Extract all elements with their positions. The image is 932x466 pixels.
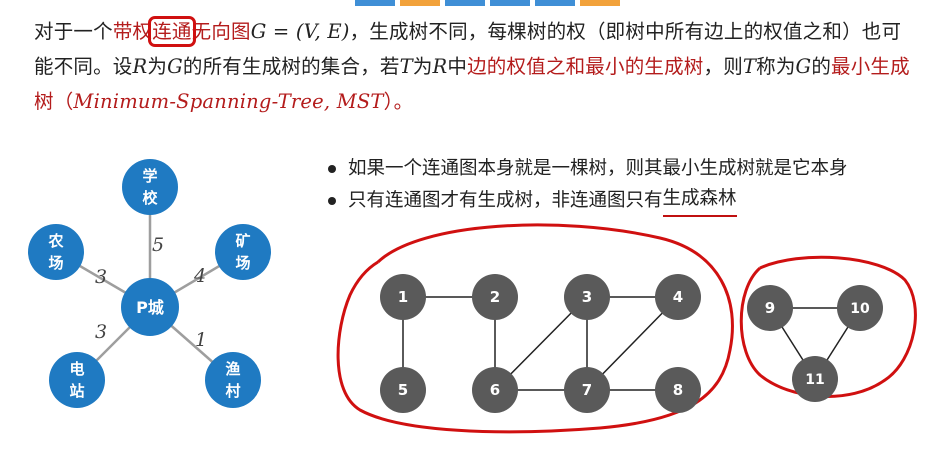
def-mst-term: 最小生成树 xyxy=(34,55,910,113)
graph-node-8 xyxy=(655,367,701,413)
def-text: 的 xyxy=(811,55,832,78)
def-text: 的所有生成树的集合，若 xyxy=(182,55,400,78)
graph-node-label: 2 xyxy=(490,288,500,306)
graph-node-4 xyxy=(655,274,701,320)
bullet-item: 如果一个连通图本身就是一棵树，则其最小生成树就是它本身 xyxy=(325,154,925,184)
def-min-weight-tree: 边的权值之和最小的生成树 xyxy=(467,55,704,78)
graph-node-label: 4 xyxy=(673,288,683,306)
graph-node-2 xyxy=(472,274,518,320)
def-var-t: T xyxy=(399,55,413,78)
def-text: 为 xyxy=(412,55,433,78)
node-fishing-label: 渔 xyxy=(225,360,240,378)
red-circle-triangle-component xyxy=(739,255,917,398)
graph-node-label: 10 xyxy=(850,301,870,317)
def-text: 对于一个 xyxy=(34,20,113,43)
def-var-t: T xyxy=(742,55,757,78)
graph-node-7 xyxy=(564,367,610,413)
weight-farm: 3 xyxy=(95,266,107,288)
node-farm-label: 农 xyxy=(47,232,63,250)
def-text: 称为 xyxy=(756,55,796,78)
node-p-city-label: P城 xyxy=(136,298,164,317)
mst-definition: 对于一个带权连通无向图G = (V, E)，生成树不同，每棵树的权（即树中所有边… xyxy=(34,14,914,119)
node-power-station xyxy=(49,352,105,408)
graph-node-label: 6 xyxy=(490,381,500,399)
red-circle-connected-component xyxy=(336,223,734,434)
def-connected-boxed: 连通 xyxy=(148,16,196,47)
bullet-text: 只有连通图才有生成树，非连通图只有 xyxy=(348,189,663,211)
bullet-text: 如果一个连通图本身就是一棵树，则其最小生成树就是它本身 xyxy=(348,158,848,179)
graph-node-1 xyxy=(380,274,426,320)
node-school-label: 学 xyxy=(142,167,157,185)
spanning-forest-underlined: 生成森林 xyxy=(662,184,737,217)
bullet-dot-icon xyxy=(328,196,336,205)
def-text: ，生成树不同，每棵树的权（即树中所有边上的权值之和）也可能不同。设 xyxy=(34,20,902,78)
def-var-g: G xyxy=(167,55,183,78)
graph-node-11 xyxy=(792,356,838,402)
graph-node-5 xyxy=(380,367,426,413)
graph-node-label: 9 xyxy=(765,299,775,317)
node-fishing-label: 村 xyxy=(225,382,240,400)
node-power-label: 站 xyxy=(69,382,84,400)
node-fishing-village xyxy=(205,352,261,408)
node-p-city xyxy=(121,278,179,336)
def-text: 中 xyxy=(447,55,468,78)
weight-school: 5 xyxy=(152,234,164,256)
graph-node-label: 11 xyxy=(805,372,824,388)
weight-fishing: 1 xyxy=(195,329,207,351)
bullet-list: 如果一个连通图本身就是一棵树，则其最小生成树就是它本身 只有连通图才有生成树，非… xyxy=(325,154,925,217)
def-text: 为 xyxy=(147,55,168,78)
def-var-r: R xyxy=(132,55,148,78)
node-power-label: 电 xyxy=(69,360,84,378)
def-weighted: 带权 xyxy=(112,20,153,43)
def-var-r: R xyxy=(432,55,448,78)
graph-node-10 xyxy=(837,285,883,331)
graph-node-label: 5 xyxy=(398,381,408,399)
node-mine-label: 场 xyxy=(235,254,250,272)
forest-nodes: 1 2 3 4 5 6 7 8 9 10 11 xyxy=(380,274,883,413)
top-color-bar xyxy=(0,0,932,8)
graph-node-label: 7 xyxy=(582,381,592,399)
node-farm xyxy=(28,224,84,280)
weight-mine: 4 xyxy=(193,265,206,287)
graph-node-3 xyxy=(564,274,610,320)
node-school-label: 校 xyxy=(142,189,158,207)
graph-node-6 xyxy=(472,367,518,413)
graph-node-label: 1 xyxy=(398,288,408,306)
def-graph-formula: G = (V, E) xyxy=(250,20,350,43)
node-farm-label: 场 xyxy=(48,254,63,272)
def-mst-english: Minimum-Spanning-Tree, MST xyxy=(73,90,384,113)
graph-node-label: 8 xyxy=(673,381,683,399)
def-undirected-graph: 无向图 xyxy=(191,20,251,43)
def-text: ，则 xyxy=(703,55,743,78)
graph-node-label: 3 xyxy=(582,288,592,306)
node-mine xyxy=(215,224,271,280)
star-nodes: 学 校 农 场 矿 场 电 站 渔 村 P城 xyxy=(28,159,271,408)
def-paren: （ xyxy=(53,90,74,113)
node-mine-label: 矿 xyxy=(235,232,250,250)
def-var-g: G xyxy=(795,55,812,78)
node-school xyxy=(122,159,178,215)
weight-power: 3 xyxy=(95,321,107,343)
def-paren: ）。 xyxy=(383,90,414,113)
graph-node-9 xyxy=(747,285,793,331)
bullet-dot-icon xyxy=(328,165,336,173)
bullet-item: 只有连通图才有生成树，非连通图只有生成森林 xyxy=(325,184,925,217)
